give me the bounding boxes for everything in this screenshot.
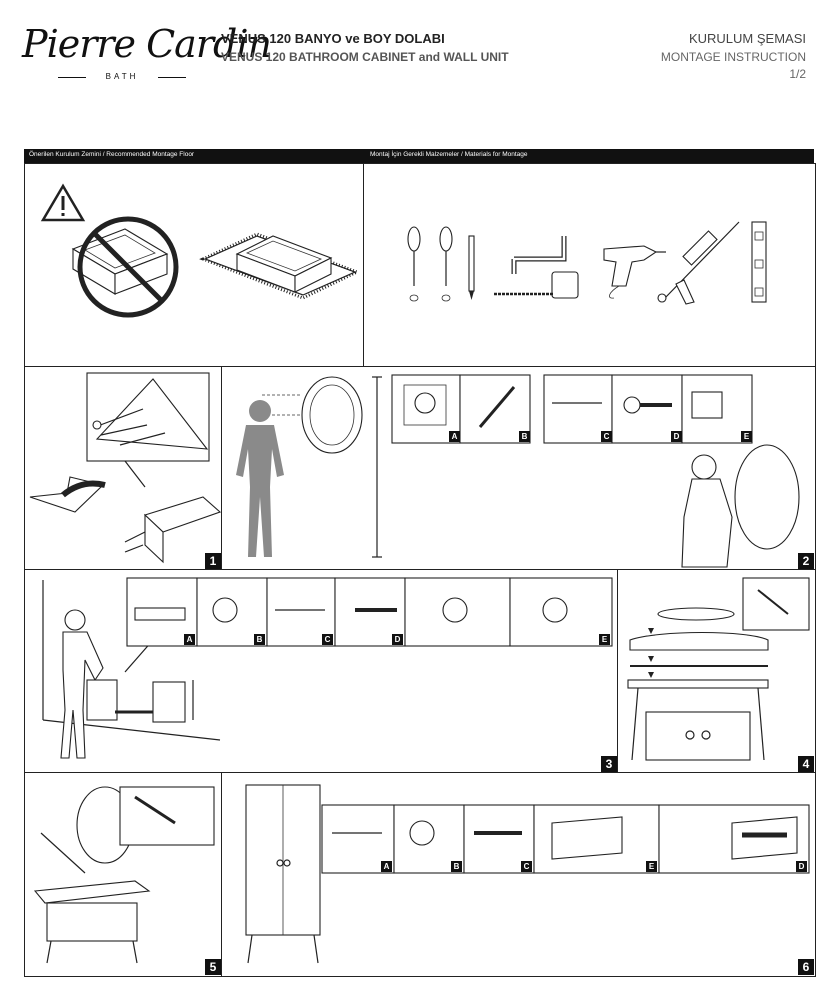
- step-3-tag-e: E: [599, 634, 610, 645]
- warning-triangle-icon: [40, 183, 86, 222]
- step-2-number: 2: [798, 553, 814, 569]
- step-5-panel: 5: [24, 772, 223, 977]
- step-6-tag-a: A: [381, 861, 392, 872]
- page-number: 1/2: [789, 67, 806, 81]
- tape-measure-icon: [494, 271, 579, 299]
- step-6-panel: A B C E D 6: [221, 772, 816, 977]
- step-6-tag-c: C: [521, 861, 532, 872]
- step-2-panel: A B C D E 2: [221, 366, 816, 571]
- step-6-tag-d: D: [796, 861, 807, 872]
- step-3-panel: A B C D E 3: [24, 569, 619, 774]
- step-2-tag-e: E: [741, 431, 752, 442]
- step-6-illustration: [245, 784, 810, 964]
- step-6-tag-b: B: [451, 861, 462, 872]
- allen-key-icon: [511, 236, 567, 274]
- doc-title-en: MONTAGE INSTRUCTION: [660, 50, 806, 64]
- step-4-number: 4: [798, 756, 814, 772]
- drill-icon: [603, 245, 666, 299]
- brand-name: Pierre Cardin: [22, 22, 272, 66]
- section-header-bar: Önerilen Kurulum Zemini / Recommended Mo…: [24, 149, 814, 163]
- spirit-level-icon: [751, 221, 767, 303]
- step-6-tag-e: E: [646, 861, 657, 872]
- step-5-number: 5: [205, 959, 221, 975]
- brand-sub: BATH: [58, 72, 186, 81]
- step-1-panel: 1: [24, 366, 223, 571]
- pencil-icon: [468, 235, 475, 300]
- step-2-illustration: [236, 374, 800, 568]
- step-2-tag-c: C: [601, 431, 612, 442]
- floor-label: Önerilen Kurulum Zemini / Recommended Mo…: [29, 151, 195, 158]
- tools-illustration: [407, 221, 767, 305]
- silicone-gun-icon: [657, 221, 740, 305]
- prohibited-icon: [77, 216, 179, 318]
- step-2-tag-b: B: [519, 431, 530, 442]
- step-6-number: 6: [798, 959, 814, 975]
- step-3-number: 3: [601, 756, 617, 772]
- step-4-illustration: [627, 577, 810, 761]
- step-2-tag-d: D: [671, 431, 682, 442]
- cabinet-on-hard-floor: [71, 228, 169, 295]
- step-4-panel: 4: [617, 569, 816, 774]
- step-3-tag-b: B: [254, 634, 265, 645]
- floor-panel: [24, 163, 365, 368]
- floor-illustration: [40, 183, 361, 318]
- step-3-tag-c: C: [322, 634, 333, 645]
- screwdriver-phillips-icon: [439, 226, 453, 302]
- screwdriver-flat-icon: [407, 226, 421, 302]
- step-3-illustration: [42, 577, 613, 759]
- step-3-tag-a: A: [184, 634, 195, 645]
- man-figure: [236, 400, 284, 557]
- materials-label: Montaj İçin Gerekli Malzemeler / Materia…: [370, 151, 528, 158]
- brand-logo: Pierre Cardin BATH: [22, 22, 272, 92]
- materials-panel: [363, 163, 816, 368]
- step-1-illustration: [29, 372, 222, 564]
- step-5-illustration: [33, 786, 215, 964]
- title-en: VENUS 120 BATHROOM CABINET and WALL UNIT: [221, 50, 509, 64]
- doc-title-tr: KURULUM ŞEMASI: [688, 31, 806, 46]
- cabinet-on-rug: [199, 232, 361, 300]
- step-2-tag-a: A: [449, 431, 460, 442]
- step-3-tag-d: D: [392, 634, 403, 645]
- step-1-number: 1: [205, 553, 221, 569]
- title-tr: VENUS 120 BANYO ve BOY DOLABI: [221, 31, 445, 46]
